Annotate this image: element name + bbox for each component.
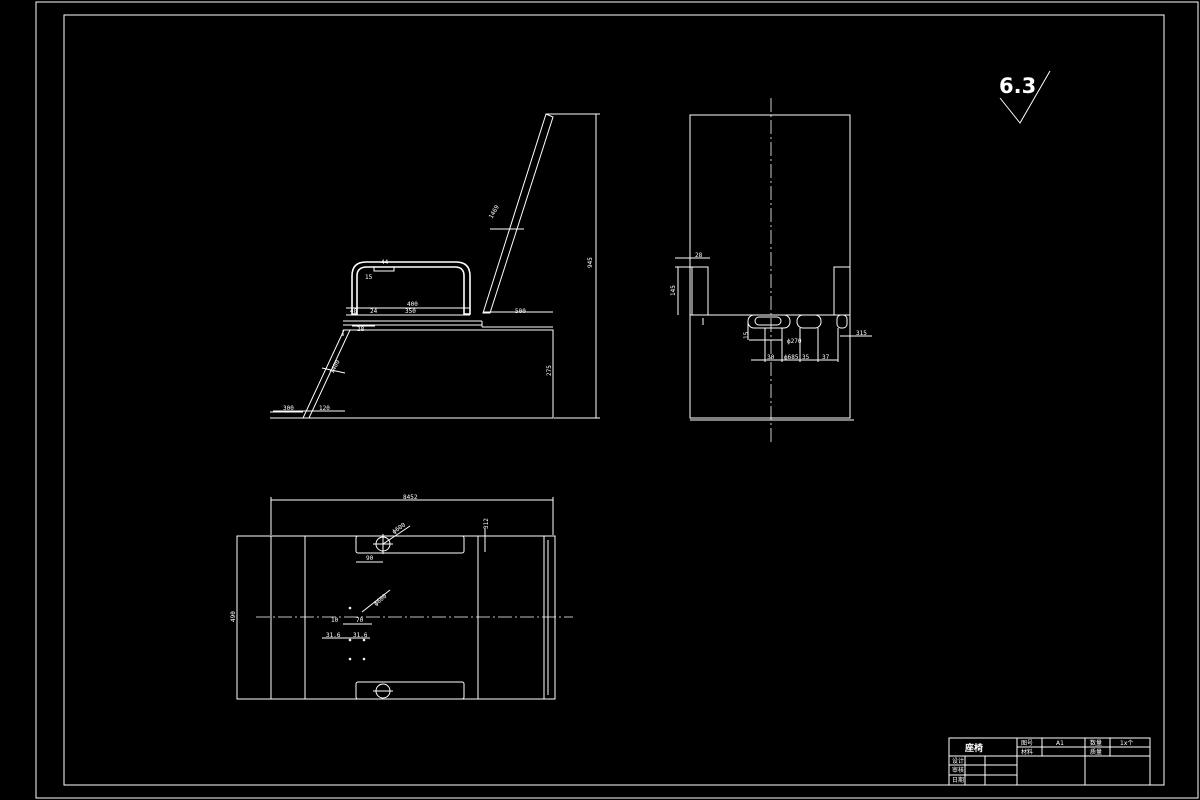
dim-top-70: 70 (356, 617, 364, 624)
dim-top-90: 90 (366, 555, 374, 562)
title-name: 座椅 (964, 742, 983, 754)
top-view: 8452 490 312 90 10 70 31.6 31.6 ф600 ф60… (230, 494, 573, 700)
dim-side-120: 120 (319, 405, 330, 412)
dim-side-275: 275 (546, 365, 553, 376)
roughness-symbol: 6.3 (999, 70, 1051, 124)
dim-side-28: 28 (357, 326, 365, 333)
dim-front-37: 37 (822, 354, 830, 361)
title-block: 座椅 图号 A1 数量 1x个 材料 质量 设计 审核 日期 (948, 737, 1151, 786)
dim-top-490: 490 (230, 611, 237, 622)
top-outline (236, 535, 556, 700)
front-leg (302, 329, 351, 419)
dim-top-316b: 31.6 (353, 632, 368, 639)
dim-front-270: ф270 (787, 338, 802, 345)
dim-side-350: 350 (405, 308, 416, 315)
slot-bottom (355, 681, 465, 700)
front-outline (689, 114, 851, 419)
dim-side-300: 300 (283, 405, 294, 412)
tb-date: 日期 (952, 776, 964, 784)
dim-side-48: 48 (350, 308, 358, 315)
tb-r1-c1: 图号 (1021, 740, 1033, 747)
dim-top-316a: 31.6 (326, 632, 341, 639)
tb-r2-c3: 质量 (1090, 748, 1102, 756)
tb-design: 设计 (952, 757, 964, 765)
dim-front-685: ф685 (784, 354, 799, 361)
dim-side-24: 24 (370, 308, 378, 315)
dim-side-44: 44 (381, 259, 389, 266)
tb-r1-c3: 数量 (1090, 739, 1102, 747)
tb-r1-c2: A1 (1056, 740, 1064, 747)
tb-r1-c4: 1x个 (1120, 740, 1133, 747)
dim-side-1469: 1469 (488, 204, 501, 220)
tb-review: 审核 (952, 766, 964, 774)
dim-top-600b: ф600 (373, 593, 389, 608)
dim-top-8452: 8452 (403, 494, 418, 501)
dim-front-145: 145 (670, 285, 677, 296)
dim-front-30: 30 (767, 354, 775, 361)
roughness-value: 6.3 (999, 74, 1036, 98)
handle-tube (351, 261, 471, 315)
dim-top-10: 10 (331, 617, 339, 624)
dim-side-1400: 1400 (329, 359, 342, 375)
dim-side-400: 400 (407, 301, 418, 308)
tb-r2-c1: 材料 (1021, 748, 1033, 756)
slot-top (355, 535, 465, 554)
dim-side-500: 500 (515, 308, 526, 315)
dim-front-28: 28 (695, 252, 703, 259)
backrest (482, 113, 554, 314)
dim-front-15: 15 (743, 331, 750, 339)
inner-border (63, 14, 1165, 786)
dim-side-945: 945 (587, 257, 594, 268)
dim-top-312: 312 (483, 518, 490, 529)
dim-front-315: 315 (856, 330, 867, 337)
dim-side-15: 15 (365, 274, 373, 281)
outer-border (35, 1, 1199, 799)
front-view: 28 145 15 ф270 30 ф685 35 37 315 (670, 98, 872, 443)
side-view: 44 15 400 48 24 350 500 28 945 275 1469 … (270, 113, 600, 419)
dim-front-35: 35 (802, 354, 810, 361)
